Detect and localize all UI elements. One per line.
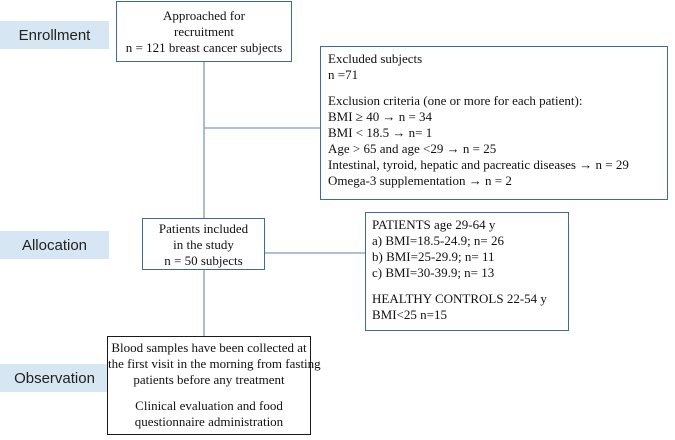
exclusion-criteria-heading: Exclusion criteria (one or more for each…	[328, 93, 583, 108]
included-line-2: in the study	[173, 237, 234, 252]
exclusion-criterion: BMI < 18.5 → n= 1	[328, 125, 433, 140]
patients-heading: PATIENTS age 29-64 y	[372, 217, 496, 232]
exclusion-criterion: Omega-3 supplementation → n = 2	[328, 173, 512, 188]
approached-box: Approached for recruitment n = 121 breas…	[116, 1, 292, 62]
observation-line-2: the first visit in the morning from fast…	[108, 356, 321, 371]
patient-group: c) BMI=30-39.9; n= 13	[372, 265, 495, 280]
stage-allocation: Allocation	[0, 231, 109, 259]
approached-line-1: Approached for	[163, 8, 245, 23]
included-box: Patients included in the study n = 50 su…	[142, 218, 265, 270]
patient-group: a) BMI=18.5-24.9; n= 26	[372, 233, 505, 248]
included-line-3: n = 50 subjects	[164, 253, 243, 268]
patient-group: b) BMI=25-29.9; n= 11	[372, 249, 495, 264]
observation-line-5: questionnaire administration	[134, 414, 284, 429]
stage-enrollment: Enrollment	[0, 21, 109, 49]
approached-line-2: recruitment	[174, 24, 234, 39]
controls-heading: HEALTHY CONTROLS 22-54 y	[372, 291, 547, 306]
observation-box: Blood samples have been collected at the…	[107, 336, 321, 435]
observation-line-1: Blood samples have been collected at	[111, 340, 307, 355]
exclusion-criterion: BMI ≥ 40 → n = 34	[328, 109, 433, 124]
exclusion-criterion: Intestinal, tyroid, hepatic and pacreati…	[328, 157, 629, 172]
stage-observation: Observation	[0, 364, 109, 392]
exclusion-criterion: Age > 65 and age <29 → n = 25	[328, 141, 497, 156]
approached-line-3: n = 121 breast cancer subjects	[125, 40, 283, 55]
excluded-title: Excluded subjects	[328, 51, 423, 66]
controls-group: BMI<25 n=15	[372, 307, 447, 322]
groups-box: PATIENTS age 29-64 y a) BMI=18.5-24.9; n…	[365, 212, 569, 331]
excluded-count: n =71	[328, 67, 359, 82]
observation-line-4: Clinical evaluation and food	[135, 398, 283, 413]
included-line-1: Patients included	[158, 221, 249, 236]
observation-line-3: patients before any treatment	[133, 372, 285, 387]
excluded-box: Excluded subjects n =71 Exclusion criter…	[320, 46, 668, 200]
